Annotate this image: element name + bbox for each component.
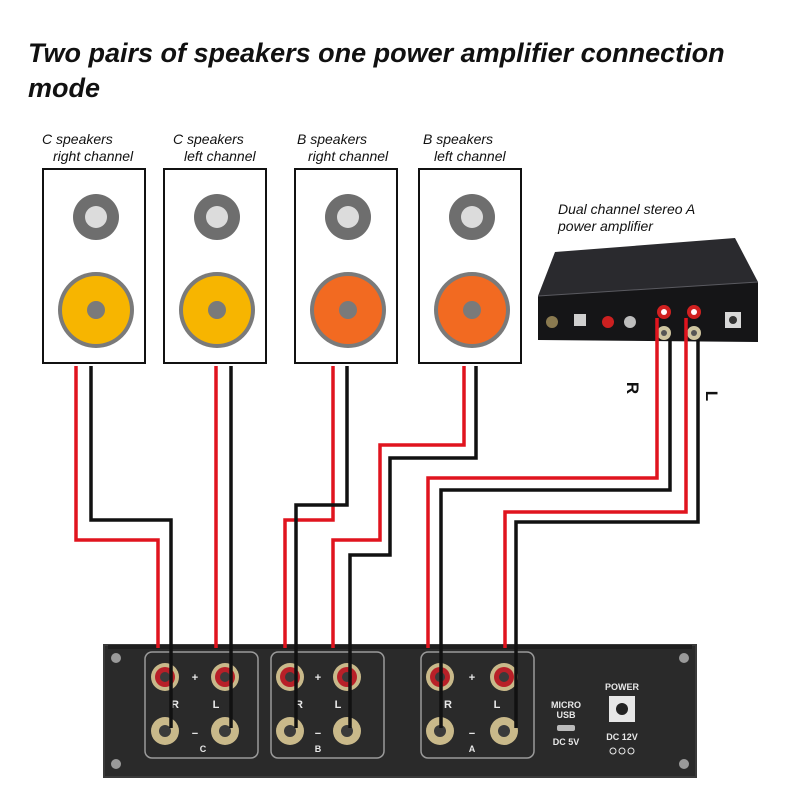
wire-c-right-negative bbox=[89, 366, 173, 728]
r-c: R bbox=[171, 699, 179, 711]
tweeter bbox=[449, 194, 495, 240]
wire-c-right-positive bbox=[74, 366, 160, 648]
speaker-b-left bbox=[418, 168, 522, 364]
plus-a: + bbox=[469, 672, 475, 684]
plus-c: + bbox=[192, 672, 198, 684]
speaker-switcher: + + + R L R L R L − − − C B A MICRO USB … bbox=[103, 644, 697, 778]
wire-b-left-positive bbox=[331, 366, 466, 648]
power-label: POWER bbox=[605, 682, 640, 692]
wire-b-right-positive bbox=[283, 366, 335, 648]
usb-dc-label: DC 5V bbox=[553, 737, 580, 747]
r-a: R bbox=[444, 699, 452, 711]
group-c-label: C bbox=[200, 744, 207, 754]
group-b-label: B bbox=[315, 744, 322, 754]
l-c: L bbox=[213, 699, 220, 711]
l-a: L bbox=[494, 699, 501, 711]
wire-a-left-positive bbox=[503, 318, 688, 648]
minus-c: − bbox=[192, 728, 198, 740]
speaker-c-left bbox=[163, 168, 267, 364]
channel-label-left: L bbox=[702, 390, 722, 402]
woofer bbox=[310, 272, 386, 348]
channel-label-right: R bbox=[623, 381, 643, 395]
woofer bbox=[179, 272, 255, 348]
speaker-b-right bbox=[294, 168, 398, 364]
wire-a-right-negative bbox=[439, 340, 672, 728]
wire-b-left-negative bbox=[348, 366, 478, 728]
tweeter bbox=[73, 194, 119, 240]
power-dc-label: DC 12V bbox=[606, 732, 638, 742]
woofer bbox=[58, 272, 134, 348]
stereo-amplifier bbox=[537, 238, 759, 342]
wires bbox=[74, 318, 700, 728]
group-a-label: A bbox=[469, 744, 476, 754]
wire-a-right-positive bbox=[426, 318, 659, 648]
woofer bbox=[434, 272, 510, 348]
minus-b: − bbox=[315, 728, 321, 740]
polarity-icon bbox=[609, 747, 635, 755]
tweeter bbox=[325, 194, 371, 240]
usb-label-2: USB bbox=[556, 710, 576, 720]
wire-b-right-negative bbox=[294, 366, 349, 728]
tweeter bbox=[194, 194, 240, 240]
minus-a: − bbox=[469, 728, 475, 740]
speaker-c-right bbox=[42, 168, 146, 364]
r-b: R bbox=[295, 699, 303, 711]
l-b: L bbox=[335, 699, 342, 711]
usb-label-1: MICRO bbox=[551, 700, 581, 710]
page-title: Two pairs of speakers one power amplifie… bbox=[28, 38, 725, 103]
wire-a-left-negative bbox=[514, 340, 700, 728]
usb-port bbox=[557, 725, 575, 731]
plus-b: + bbox=[315, 672, 321, 684]
